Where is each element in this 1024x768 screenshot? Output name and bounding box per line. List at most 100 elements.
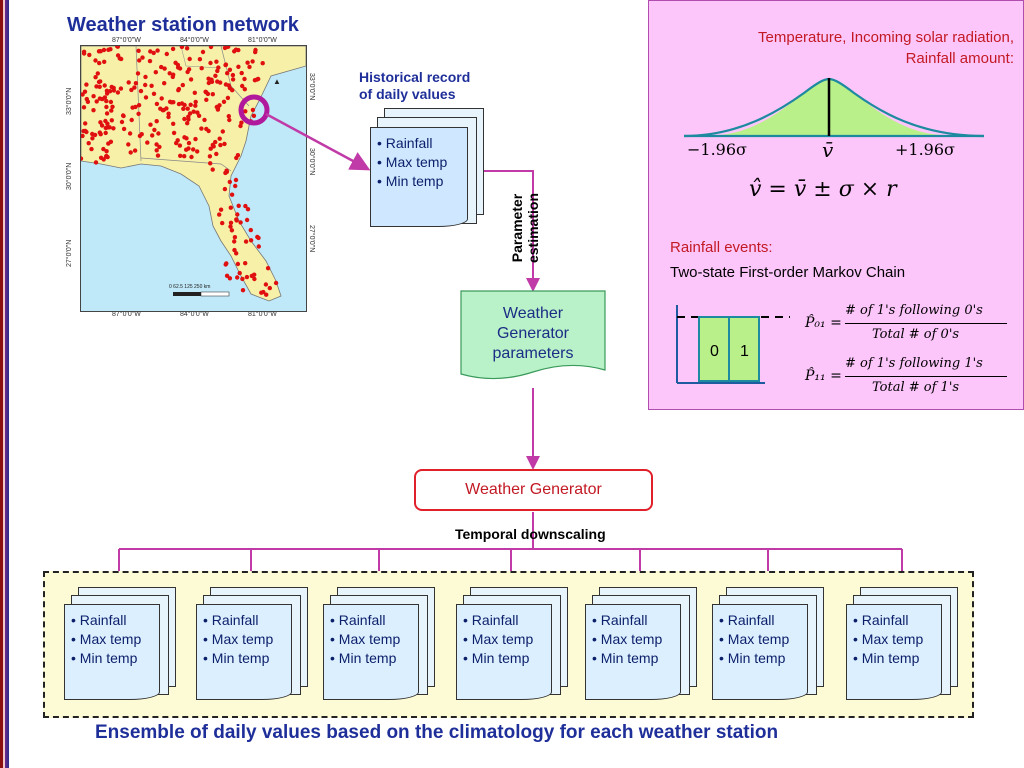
station-dot <box>236 64 241 69</box>
station-dot <box>99 123 105 128</box>
station-dot <box>232 239 237 244</box>
station-dot <box>223 82 229 87</box>
station-dot <box>185 69 190 75</box>
station-dot <box>139 132 144 137</box>
station-dot <box>115 46 120 49</box>
station-dot <box>101 47 107 53</box>
station-dot <box>155 153 161 158</box>
station-dot <box>204 90 209 95</box>
list-item: • Rainfall <box>71 612 127 628</box>
station-dot <box>157 144 162 150</box>
station-dot <box>104 98 109 104</box>
station-dot <box>179 101 185 106</box>
label-line: Generator <box>496 325 570 342</box>
station-dot <box>85 99 91 104</box>
lon-label: 87°0'0"W <box>112 311 141 318</box>
list-item: • Rainfall <box>719 612 775 628</box>
station-dot <box>154 101 160 107</box>
station-dot <box>169 100 174 105</box>
station-dot <box>195 149 200 154</box>
station-dot <box>107 89 113 94</box>
station-dot <box>218 207 224 212</box>
station-dot <box>143 95 149 100</box>
station-dot <box>91 108 96 113</box>
station-dot <box>136 111 141 117</box>
station-dot <box>248 227 253 233</box>
station-dot <box>166 114 171 120</box>
station-dot <box>238 220 243 225</box>
station-dot <box>227 117 232 123</box>
minus-sigma-label: −1.96σ <box>687 140 747 159</box>
station-dot <box>184 46 190 51</box>
station-dot <box>164 51 169 57</box>
station-dot <box>186 114 191 119</box>
label-line: Parameter <box>509 193 525 263</box>
station-dot <box>110 104 115 109</box>
station-dot <box>225 46 230 49</box>
station-dot <box>83 128 88 134</box>
station-dot <box>81 105 87 110</box>
method-panel: Temperature, Incoming solar radiation, R… <box>648 0 1024 410</box>
station-dot <box>237 270 242 276</box>
station-dot <box>253 47 258 53</box>
station-dot <box>213 139 218 145</box>
list-item: • Min temp <box>377 173 444 189</box>
list-item: • Max temp <box>719 631 790 647</box>
station-dot <box>242 76 247 82</box>
lon-label: 84°0'0"W <box>180 37 209 44</box>
station-dot <box>97 84 102 89</box>
station-dot <box>104 153 109 159</box>
station-dot <box>228 224 233 229</box>
p11-numerator: # of 1's following 1's <box>845 356 983 371</box>
station-dot <box>171 130 177 136</box>
station-dot <box>213 73 218 78</box>
ensemble-doc-stack: • Rainfall • Max temp • Min temp <box>64 587 176 702</box>
station-dot <box>89 146 94 152</box>
list-item: • Min temp <box>463 650 530 666</box>
equation: v̂ = v̄ ± σ × r <box>749 177 897 202</box>
station-dot <box>140 55 145 60</box>
station-dot <box>127 131 133 136</box>
station-dot <box>187 111 193 116</box>
station-dot <box>173 60 178 65</box>
station-dot <box>104 111 110 116</box>
station-dot <box>151 91 157 96</box>
panel-heading: Temperature, Incoming solar radiation, R… <box>758 27 1014 69</box>
station-dot <box>154 142 159 147</box>
station-dot <box>244 274 250 280</box>
station-dot <box>179 46 185 50</box>
station-dot <box>108 139 114 144</box>
state-one: 1 <box>740 343 749 360</box>
station-dot <box>220 220 225 226</box>
station-dot <box>93 160 99 165</box>
temporal-downscaling-label: Temporal downscaling <box>455 526 606 542</box>
station-dot <box>94 99 99 104</box>
plus-sigma-label: +1.96σ <box>895 140 955 159</box>
list-item: • Max temp <box>203 631 274 647</box>
station-dot <box>102 59 107 64</box>
station-dot <box>90 136 95 141</box>
station-dot <box>206 76 211 81</box>
station-dot <box>230 77 236 82</box>
list-item: • Max temp <box>71 631 142 647</box>
station-dot <box>156 131 161 136</box>
station-dot <box>251 113 257 119</box>
station-dot <box>195 110 200 115</box>
station-dot <box>188 77 194 82</box>
weather-generator-box: Weather Generator <box>414 469 653 511</box>
station-dot <box>185 106 190 111</box>
station-dot <box>230 88 235 93</box>
station-dot <box>214 151 219 157</box>
station-dot <box>218 142 223 148</box>
station-dot <box>232 247 237 253</box>
station-dot <box>98 49 103 54</box>
left-accent-bar <box>0 0 9 768</box>
list-item: • Min temp <box>853 650 920 666</box>
list-item: • Min temp <box>330 650 397 666</box>
station-dot <box>247 64 252 70</box>
station-dot <box>232 49 237 54</box>
station-dot <box>132 85 137 90</box>
station-dot <box>151 50 156 56</box>
station-dot <box>214 59 219 64</box>
station-dot <box>264 292 269 297</box>
